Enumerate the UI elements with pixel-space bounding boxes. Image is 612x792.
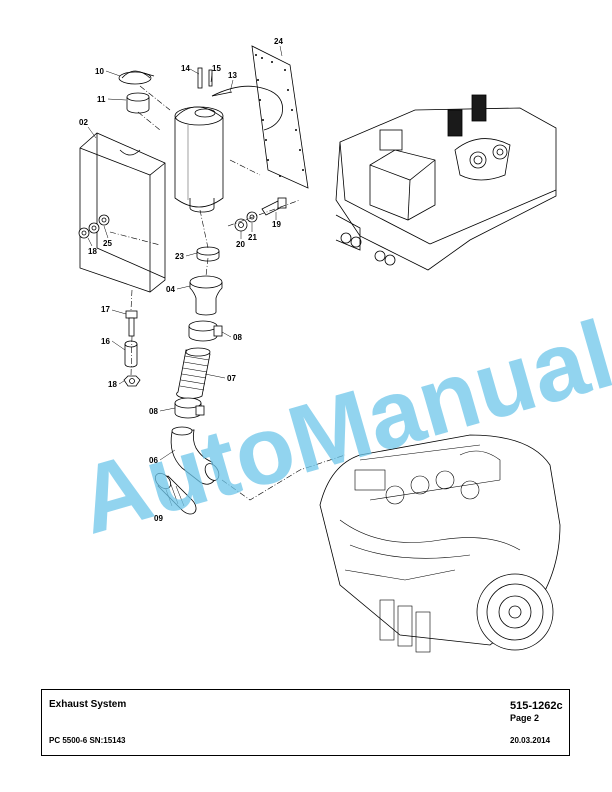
callout-18-nut: 18 xyxy=(108,380,117,389)
tube-09 xyxy=(154,472,197,515)
flex-pipe-07 xyxy=(176,347,211,399)
callout-19: 19 xyxy=(272,220,281,229)
bracket-14 xyxy=(197,67,213,89)
exploded-parts-diagram: 24 10 14 15 13 11 02 18 25 19 21 20 23 0… xyxy=(67,37,612,653)
washer-21 xyxy=(246,211,258,223)
callout-16: 16 xyxy=(101,337,110,346)
plate-24 xyxy=(251,45,309,189)
spacer-16 xyxy=(124,340,138,368)
diesel-engine xyxy=(319,434,561,653)
callout-23: 23 xyxy=(175,252,184,261)
callout-07: 07 xyxy=(227,374,236,383)
machine-model: PC 5500-6 SN:15143 xyxy=(49,736,126,745)
document-title: Exhaust System xyxy=(49,699,127,710)
callout-labels: 24 10 14 15 13 11 02 18 25 19 21 20 23 0… xyxy=(79,37,283,523)
callout-02: 02 xyxy=(79,118,88,127)
nut-18 xyxy=(123,375,141,387)
clamp-08-lower xyxy=(174,397,205,419)
heat-shield-02 xyxy=(79,132,166,293)
elbow-06 xyxy=(170,426,220,485)
callout-08-upper: 08 xyxy=(233,333,242,342)
washer-set-18-25 xyxy=(78,214,110,239)
leader-lines xyxy=(87,45,283,461)
clamp-08-upper xyxy=(188,320,223,342)
callout-13: 13 xyxy=(228,71,237,80)
adapter-04 xyxy=(189,275,223,316)
callout-15: 15 xyxy=(212,64,221,73)
callout-04: 04 xyxy=(166,285,175,294)
callout-21: 21 xyxy=(248,233,257,242)
nut-20 xyxy=(234,218,248,232)
title-block: Exhaust System 515-1262c Page 2 PC 5500-… xyxy=(41,689,570,756)
sensor-line-13 xyxy=(211,85,283,131)
machine-superstructure xyxy=(335,94,557,271)
bolt-17 xyxy=(125,310,138,337)
callout-24: 24 xyxy=(274,37,283,46)
assembly-lines xyxy=(109,85,346,501)
page-number: Page 2 xyxy=(510,713,540,723)
callout-25: 25 xyxy=(103,239,112,248)
rain-cap-10 xyxy=(118,70,155,85)
callout-17: 17 xyxy=(101,305,110,314)
callout-06: 06 xyxy=(149,456,158,465)
callout-11: 11 xyxy=(97,95,106,104)
muffler xyxy=(174,106,224,213)
callout-08-lower: 08 xyxy=(149,407,158,416)
clamp-ring-11 xyxy=(126,92,150,114)
callout-18-washer: 18 xyxy=(88,247,97,256)
callout-09: 09 xyxy=(154,514,163,523)
document-date: 20.03.2014 xyxy=(510,736,551,745)
document-number: 515-1262c xyxy=(510,700,563,712)
callout-14: 14 xyxy=(181,64,190,73)
callout-20: 20 xyxy=(236,240,245,249)
callout-10: 10 xyxy=(95,67,104,76)
